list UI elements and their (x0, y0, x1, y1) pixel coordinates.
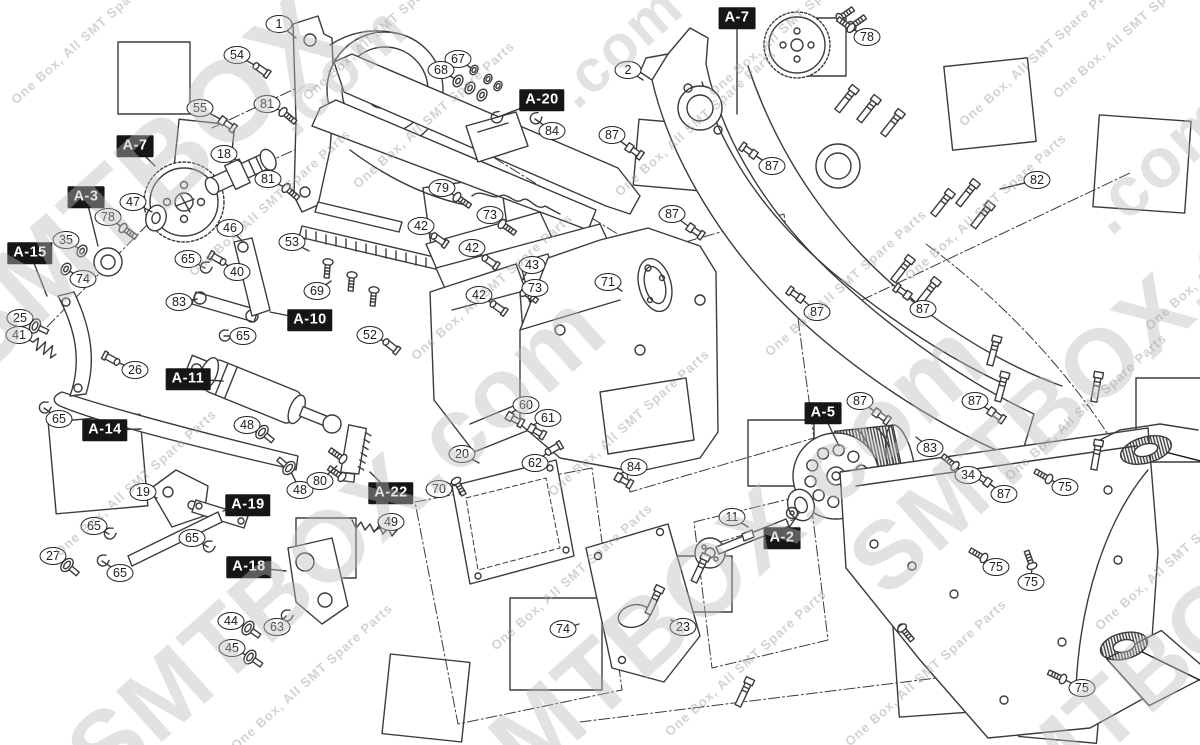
part-glyph-fit (892, 282, 914, 302)
leader-line (101, 560, 121, 574)
part-glyph-spr (29, 336, 60, 361)
gear-motor-lower (1099, 629, 1200, 707)
qr-watermark-pattern (381, 653, 471, 743)
part-glyph-clip (200, 538, 218, 555)
part-glyph-thumb (252, 422, 279, 448)
leader-line (229, 227, 243, 242)
shaft-18-group (204, 148, 277, 196)
leader-line (248, 566, 287, 572)
part-glyph-thumb (240, 647, 267, 672)
qr-watermark-pattern (1092, 114, 1192, 214)
part-glyph-scr (450, 190, 474, 211)
part-glyph-nut (467, 63, 481, 77)
leader-line (999, 179, 1038, 190)
part-11-spool-shaft (694, 488, 816, 569)
gear-motor-upper (1119, 435, 1200, 465)
part-glyph-fit (870, 406, 892, 426)
part-glyph-pin (250, 60, 272, 80)
leader-line (85, 196, 99, 247)
leader-line (269, 311, 311, 321)
part-glyph-fit (613, 471, 635, 490)
part-glyph-fit (623, 141, 645, 161)
bottom-right-mount-plate (839, 423, 1199, 739)
leader-line (497, 99, 543, 118)
part-glyph-washer (74, 242, 90, 260)
part-glyph-thumb (57, 555, 84, 581)
part-glyph-thumb (26, 316, 52, 340)
leader-line (534, 118, 553, 132)
leader-line (29, 252, 48, 297)
leader-line (134, 145, 156, 167)
part-glyph-clip (197, 259, 215, 276)
part-glyph-fit (216, 114, 238, 134)
part-glyph-fit (738, 141, 760, 161)
part-glyph-pin (206, 249, 229, 268)
leader-line (671, 213, 689, 227)
part-glyph-clip (101, 525, 119, 542)
bottom-center-plates (351, 459, 701, 683)
left-reel-assembly (292, 15, 641, 231)
qr-watermark-pattern (943, 57, 1037, 151)
part-glyph-fit (684, 221, 706, 241)
leader-line (199, 107, 221, 120)
part-glyph-pin (380, 336, 402, 356)
ruler-strips (298, 201, 448, 272)
main-frame-plate (429, 227, 719, 473)
leader-line (223, 153, 242, 163)
leader-line (915, 436, 931, 449)
leader-line (611, 134, 628, 147)
qr-watermark-pattern (117, 41, 191, 115)
leader-line (369, 471, 392, 494)
leader-line (222, 504, 249, 512)
leader-line (461, 453, 480, 464)
part-glyph-thumb (238, 618, 265, 643)
leader-line (104, 428, 142, 431)
bottom-left-linkage (53, 237, 349, 625)
leader-line (562, 623, 580, 630)
part-glyph-washer (450, 72, 466, 90)
leader-line (316, 280, 332, 292)
leader-line (291, 241, 310, 252)
left-sprocket-gear (93, 161, 225, 277)
qr-watermark-pattern (1135, 377, 1200, 463)
leader-line (731, 516, 749, 528)
leader-line (859, 400, 875, 412)
part-glyph-washer (58, 260, 74, 278)
right-sprocket-gear (763, 11, 831, 79)
connector-a22 (340, 424, 372, 483)
part-glyph-pin (100, 350, 122, 368)
part-glyph-scr (116, 221, 140, 242)
leader-line (755, 155, 773, 167)
leader-line (93, 525, 110, 535)
qr-watermark-pattern (509, 597, 603, 691)
leader-line (18, 334, 34, 343)
